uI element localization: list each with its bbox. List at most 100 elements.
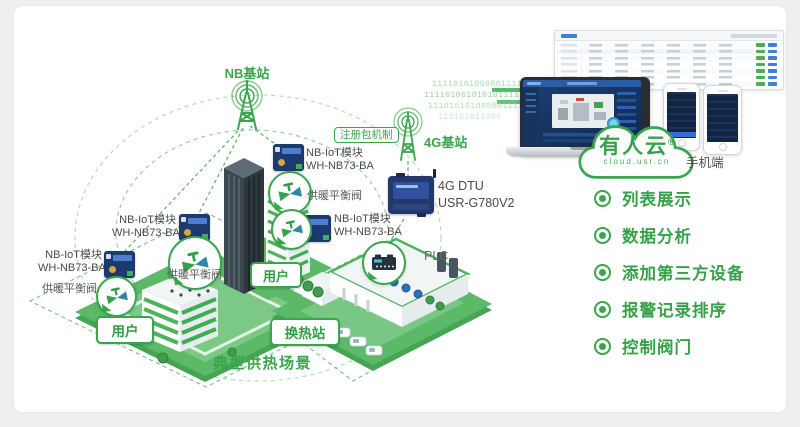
module-label-line2: WH-NB73-BA	[112, 226, 180, 239]
dashboard-navbar	[523, 80, 641, 87]
valve-callout	[168, 236, 222, 290]
table-row	[557, 48, 781, 54]
valve-callout	[268, 171, 312, 215]
module-icon-detail	[282, 148, 301, 154]
list-item: 报警记录排序	[594, 300, 745, 320]
balance-valve-icon	[280, 219, 303, 237]
nb-iot-module-label: NB-IoT模块 WH-NB73-BA	[38, 249, 106, 274]
home-button-icon	[677, 139, 686, 147]
valve-callout	[271, 209, 312, 250]
register-packet-badge: 注册包机制	[334, 127, 399, 143]
plc-callout	[362, 241, 406, 285]
g4-station-label: 4G基站	[424, 135, 468, 150]
home-button-icon	[718, 143, 727, 151]
scada-panel	[552, 94, 614, 128]
module-icon-detail	[309, 219, 328, 225]
module-label-line2: WH-NB73-BA	[38, 261, 106, 274]
feature-label: 数据分析	[622, 228, 692, 246]
g4-tower-icon	[393, 107, 423, 161]
valve-label: 供暖平衡阀	[307, 190, 362, 202]
list-item: 添加第三方设备	[594, 263, 745, 283]
module-icon-detail	[323, 235, 329, 240]
laptop-screen	[523, 80, 641, 146]
table-row	[557, 61, 781, 67]
table-row	[557, 68, 781, 74]
balance-valve-icon	[278, 182, 303, 202]
nb-iot-module-icon	[179, 214, 210, 241]
nb-iot-module-label: NB-IoT模块 WH-NB73-BA	[112, 214, 180, 239]
connector-lines	[124, 125, 409, 252]
scada-shape	[560, 100, 568, 104]
feature-label: 报警记录排序	[622, 302, 727, 320]
nb-station-label: NB基站	[224, 66, 270, 81]
nb-iot-module-icon	[104, 251, 135, 278]
module-label-line1: NB-IoT模块	[306, 147, 363, 159]
mobile-label: 手机端	[686, 156, 724, 170]
bullet-icon	[594, 337, 611, 355]
bullet-icon	[594, 189, 611, 207]
bullet-icon	[594, 263, 611, 281]
cloud-domain: cloud.usr.cn	[603, 157, 671, 166]
tanks	[437, 252, 458, 278]
feature-label: 控制阀门	[622, 339, 692, 357]
scada-shape	[573, 103, 589, 121]
balance-valve-icon	[181, 250, 209, 273]
laptop	[520, 77, 650, 155]
module-label-line2: WH-NB73-BA	[334, 225, 402, 238]
balance-valve-icon	[105, 286, 128, 304]
list-item: 数据分析	[594, 226, 745, 246]
phone	[703, 85, 742, 155]
valve-label: 供暖平衡阀	[42, 283, 97, 295]
module-icon-detail	[296, 164, 302, 169]
nb-iot-module-label: NB-IoT模块 WH-NB73-BA	[306, 147, 374, 172]
list-item: 控制阀门	[594, 337, 745, 357]
module-icon-detail	[106, 254, 111, 259]
plc-device-icon	[372, 254, 396, 270]
dtu-detail	[393, 204, 429, 210]
module-label-line1: NB-IoT模块	[334, 213, 391, 225]
module-icon-detail	[275, 147, 280, 152]
binary-stream-row: 11101010100000111110101	[428, 102, 550, 111]
feature-label: 添加第三方设备	[622, 265, 745, 283]
phone-speaker	[717, 90, 728, 92]
scada-shape	[576, 98, 584, 101]
feature-label: 列表展示	[622, 191, 692, 209]
cloud-brand-name: 有人云	[599, 135, 669, 158]
user-tag: 用户	[250, 262, 302, 288]
binary-stream-row: 11110101000001111101011	[432, 80, 554, 89]
dtu-label-line1: 4G DTU	[438, 179, 484, 193]
nb-iot-module-icon	[273, 144, 304, 171]
registered-mark: ®	[668, 137, 675, 147]
binary-stream-row: 111101001010101111101011	[424, 91, 552, 100]
dashboard-stats	[617, 90, 638, 136]
module-icon-detail	[109, 266, 116, 273]
valve-label: 供暖平衡阀	[167, 269, 222, 281]
valve-callout	[96, 276, 137, 317]
phone-screen	[667, 92, 696, 138]
scene-title: 典型供热场景	[213, 355, 313, 372]
phone-screen-button	[667, 132, 696, 137]
dtu-detail	[396, 173, 405, 177]
module-icon-detail	[113, 255, 132, 261]
antenna-icon	[433, 169, 436, 178]
plc-label: PLC	[424, 249, 449, 263]
list-item: 列表展示	[594, 189, 745, 209]
user-tag: 用户	[96, 316, 154, 344]
feature-list: 列表展示 数据分析 添加第三方设备 报警记录排序 控制阀门	[594, 189, 745, 374]
cloud-brand: 有人云®	[588, 130, 686, 160]
cloud-icon	[578, 125, 694, 179]
bullet-icon	[594, 226, 611, 244]
module-icon-detail	[278, 159, 285, 166]
phone-speaker	[676, 88, 687, 90]
binary-stream: 11110101000001111101011 1111010010101011…	[424, 79, 554, 123]
module-icon-detail	[188, 218, 207, 224]
dtu-device-icon	[388, 169, 436, 217]
scada-shape	[594, 112, 606, 120]
table-row	[557, 42, 781, 48]
bullet-icon	[594, 300, 611, 318]
scada-shape	[594, 102, 603, 108]
module-icon-detail	[127, 271, 133, 276]
module-label-line2: WH-NB73-BA	[306, 159, 374, 172]
table-row	[557, 74, 781, 80]
nb-iot-module-label: NB-IoT模块 WH-NB73-BA	[334, 213, 402, 238]
